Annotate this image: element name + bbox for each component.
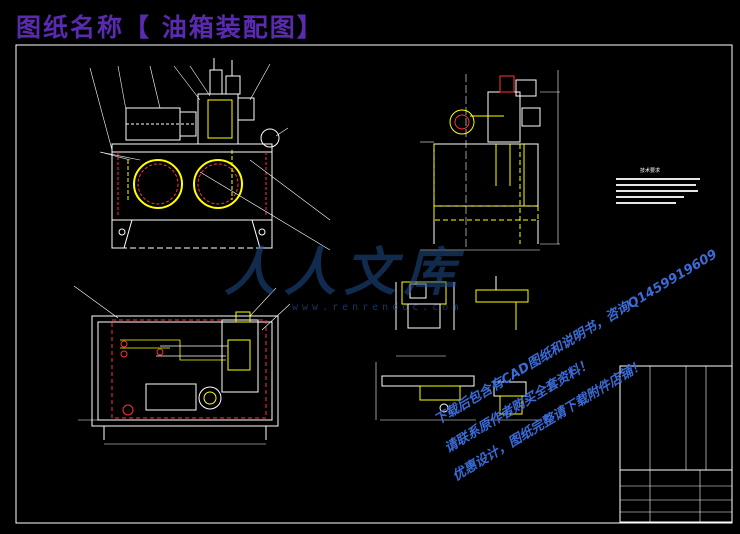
- side-tank: [433, 143, 539, 207]
- tech-requirements-heading: 技术要求: [640, 167, 660, 174]
- watermark-logo: 人人文库: [224, 243, 465, 303]
- pump-coupling: [449, 109, 475, 135]
- title-block: [619, 365, 733, 523]
- side-view: [420, 70, 560, 251]
- tank-body: [111, 143, 273, 221]
- inspection-cover-right: [193, 159, 243, 209]
- drawing-title: 图纸名称【 油箱装配图】: [16, 13, 324, 42]
- top-view: [73, 285, 291, 445]
- drawing-border: [15, 44, 733, 524]
- top-motor: [145, 383, 197, 411]
- top-view-outline: [91, 315, 279, 427]
- detail-view-a: [395, 276, 529, 330]
- detail-bracket: [475, 289, 529, 303]
- front-view: [89, 58, 331, 251]
- inspection-cover-left: [133, 159, 183, 209]
- watermark-url: www.renrendoc.com: [292, 302, 463, 313]
- tech-requirements-block: 技术要求: [616, 167, 700, 204]
- top-valve-block: [221, 319, 259, 393]
- detail-view-b: [375, 355, 540, 421]
- detail-plate: [381, 375, 475, 387]
